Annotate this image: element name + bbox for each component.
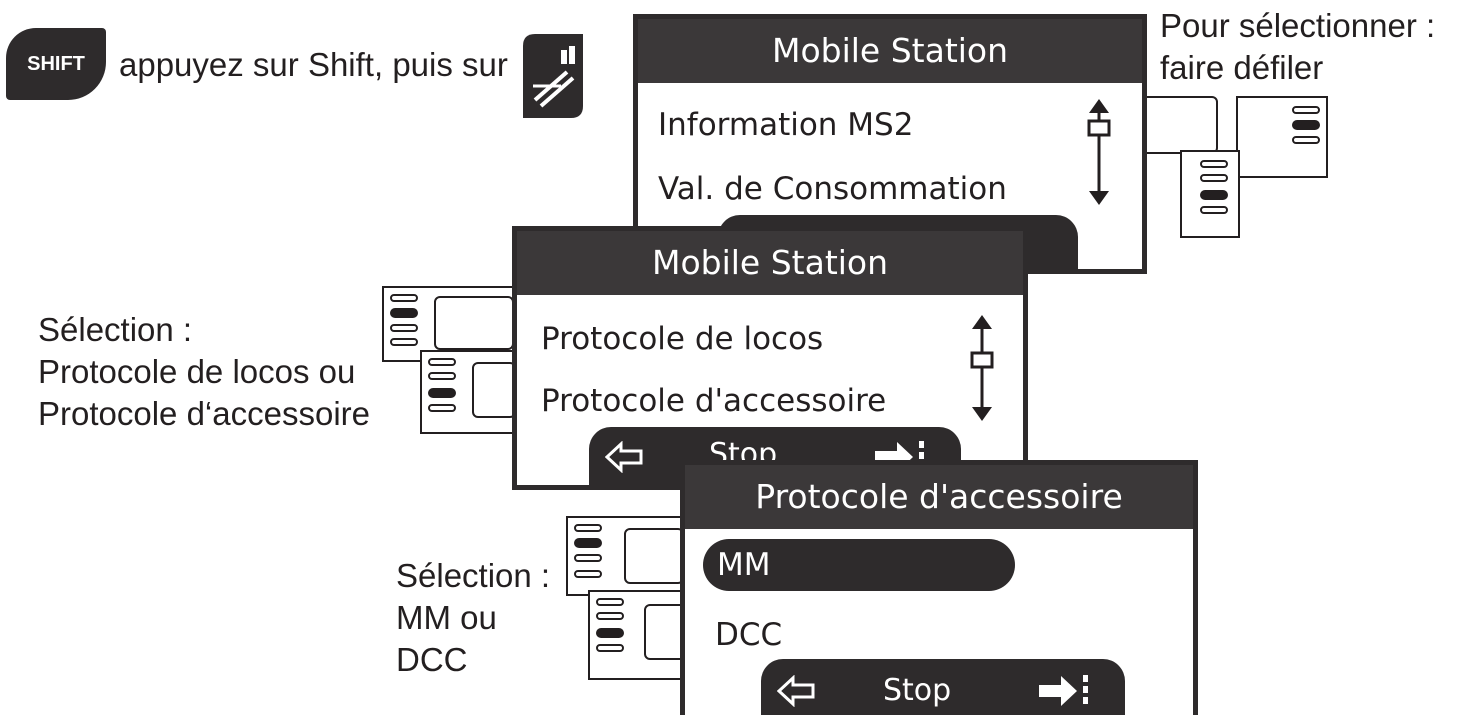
scroll-caption-line2: faire défiler (1160, 49, 1324, 86)
scroll-wheel-card-5 (566, 516, 686, 596)
selection2-caption-line1: Sélection : (396, 557, 551, 594)
back-arrow-icon[interactable] (777, 675, 817, 707)
selection1-caption-line1: Sélection : (38, 311, 193, 348)
forward-arrow-icon[interactable] (1037, 673, 1093, 709)
stop-button[interactable]: Stop (883, 673, 952, 708)
menu-item-accessory-protocol[interactable]: Protocole d'accessoire (541, 383, 887, 419)
scrollbar-2[interactable] (967, 313, 997, 423)
scroll-wheel-card-4 (420, 350, 520, 434)
switch-track-icon (523, 34, 583, 118)
selection1-caption-line2: Protocole de locos ou (38, 353, 356, 390)
selection2-caption-line3: DCC (396, 641, 468, 678)
instruction-text: appuyez sur Shift, puis sur (119, 46, 508, 83)
menu-item-consumption[interactable]: Val. de Consommation (658, 171, 1007, 207)
scroll-wheel-card-2 (1180, 150, 1240, 238)
screen-accessory-protocol: Protocole d'accessoire MM DCC Stop (680, 460, 1198, 715)
shift-key[interactable]: SHIFT (6, 28, 106, 100)
selection1-caption-line3: Protocole d‘accessoire (38, 395, 370, 432)
screen-mobile-station: Mobile Station Protocole de locos Protoc… (512, 226, 1028, 490)
selected-item-highlight[interactable]: MM (703, 539, 1015, 591)
menu-item-information[interactable]: Information MS2 (658, 107, 914, 143)
screen1-title: Mobile Station (638, 19, 1142, 83)
scroll-wheel-card-3 (382, 286, 522, 362)
screen2-title: Mobile Station (517, 231, 1023, 295)
selection2-caption-line2: MM ou (396, 599, 497, 636)
shift-key-label: SHIFT (27, 52, 85, 75)
scroll-wheel-card (1236, 96, 1328, 178)
menu-item-loco-protocol[interactable]: Protocole de locos (541, 321, 824, 357)
scroll-caption-line1: Pour sélectionner : (1160, 7, 1436, 44)
option-dcc[interactable]: DCC (715, 617, 783, 653)
screen3-navbar: Stop (761, 659, 1125, 715)
switch-track-key[interactable] (517, 28, 589, 124)
scrollbar[interactable] (1084, 97, 1114, 207)
scroll-wheel-card-6 (588, 590, 688, 680)
back-arrow-icon[interactable] (605, 441, 645, 473)
screen3-title: Protocole d'accessoire (685, 465, 1193, 529)
option-mm[interactable]: MM (717, 547, 771, 583)
scroll-wheel-frame (1134, 96, 1238, 178)
